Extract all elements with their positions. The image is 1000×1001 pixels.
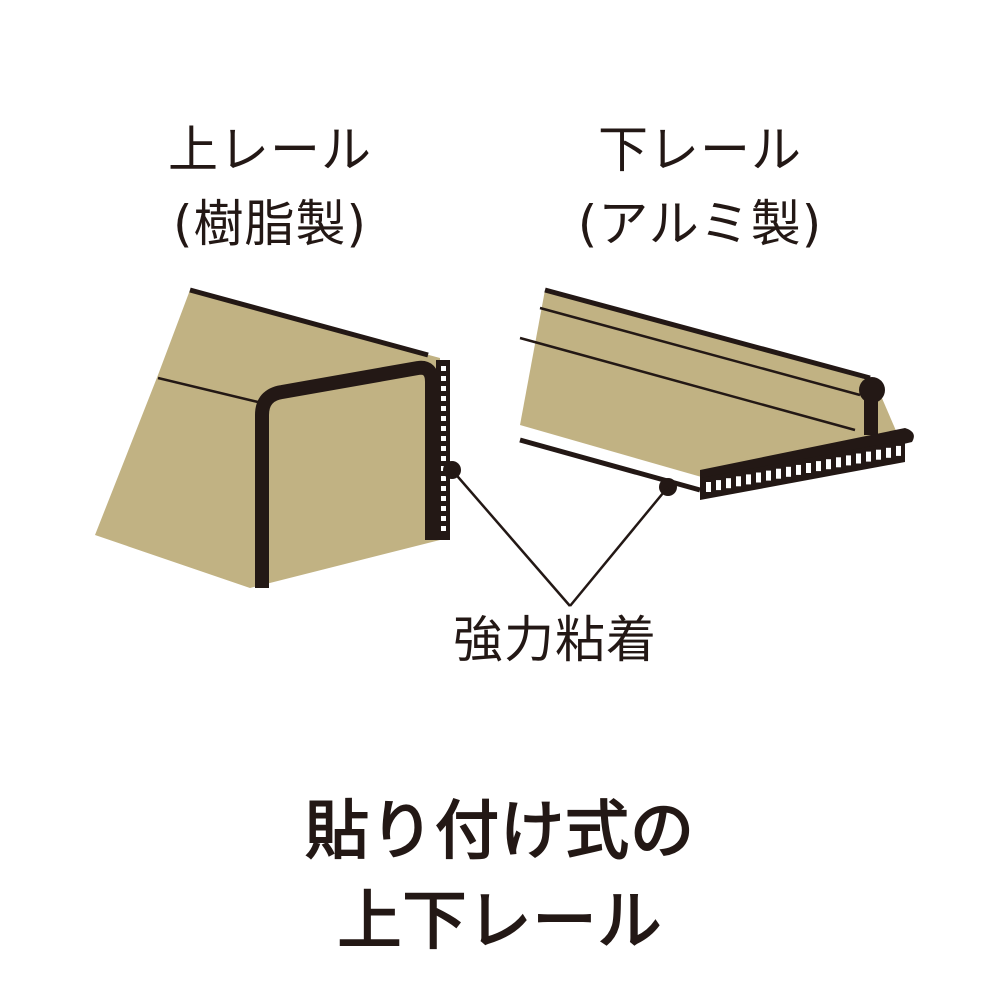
lower-adhesive-tape	[706, 445, 901, 492]
upper-rail-title: 上レール	[168, 121, 372, 179]
lower-rail-title: 下レール	[598, 121, 802, 179]
upper-adhesive-tape	[441, 366, 446, 531]
lower-rail-material: (アルミ製)	[577, 195, 823, 253]
adhesive-label: 強力粘着	[453, 611, 657, 669]
upper-rail-material: (樹脂製)	[172, 195, 367, 253]
lower-rail-illustration	[519, 287, 914, 500]
caption-line-1: 貼り付け式の	[305, 795, 695, 869]
caption-line-2: 上下レール	[337, 885, 663, 959]
adhesive-leader-lines	[443, 461, 677, 607]
upper-rail-illustration	[95, 287, 450, 588]
